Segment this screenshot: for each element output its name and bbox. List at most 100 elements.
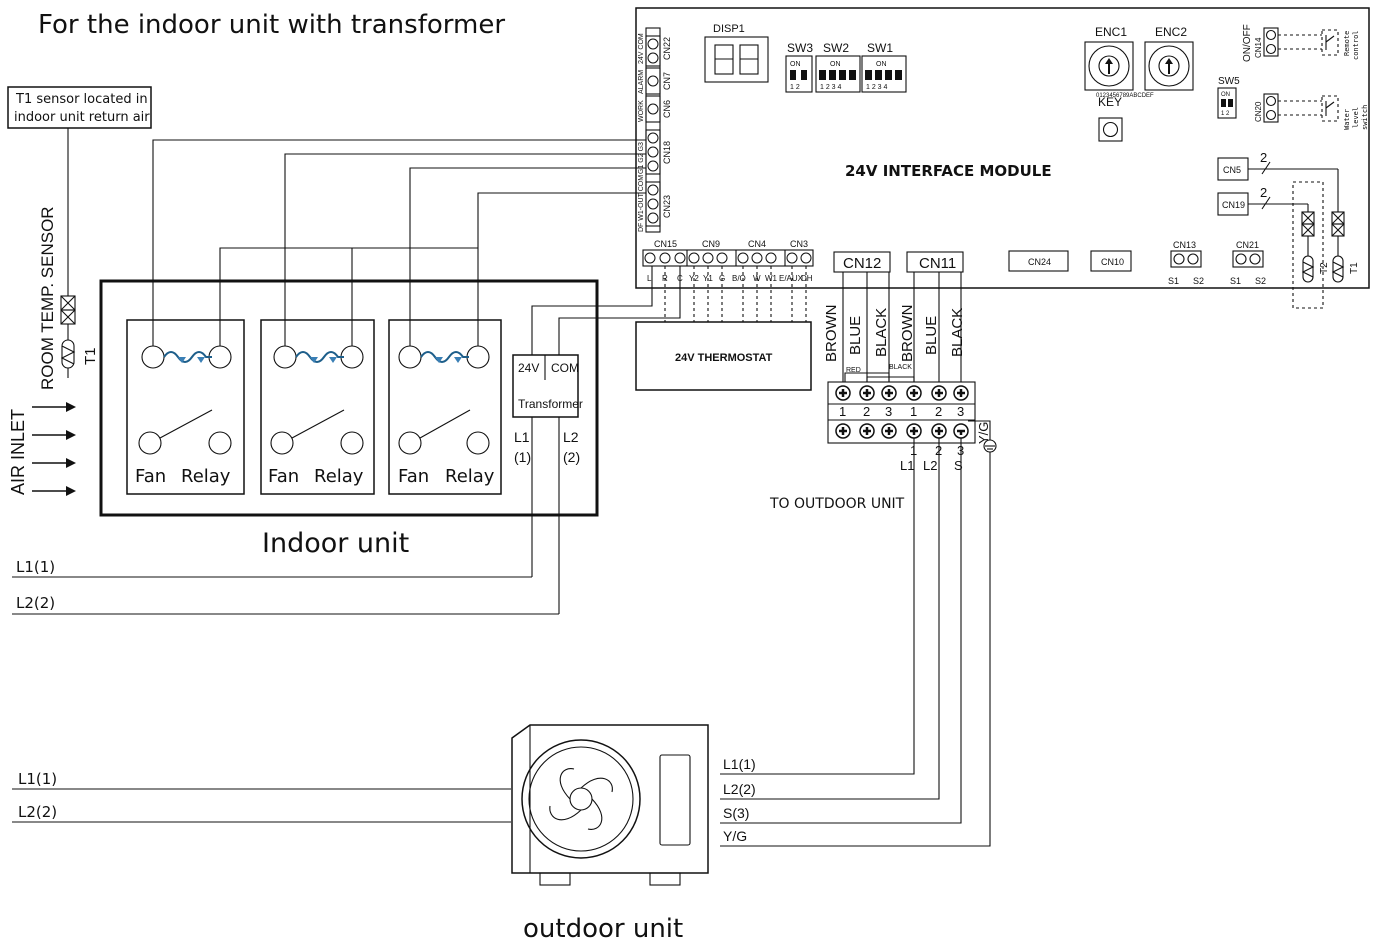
conn-cn5: CN5 <box>1223 165 1241 175</box>
conn-cn22-pins: 24V COM <box>638 33 645 64</box>
conn-cn6: CN6 <box>662 100 672 118</box>
sw1-dip-switch <box>861 55 907 93</box>
conn-cn23-pins: DF W1-OUT COM <box>638 175 645 232</box>
sw2-dip-switch <box>815 55 861 93</box>
relay-control-wires <box>152 139 646 346</box>
sw3-label: SW3 <box>787 41 813 55</box>
transformer-l1: L1 <box>514 429 530 445</box>
key-label: KEY <box>1098 95 1122 109</box>
left-l2-label: L2(2) <box>16 594 55 612</box>
key-button <box>1098 117 1123 142</box>
conn-cn7: CN7 <box>662 72 672 90</box>
sw1-nums: 1 2 3 4 <box>866 84 888 91</box>
diagram-title: For the indoor unit with transformer <box>38 10 505 40</box>
cn13-s2: S2 <box>1193 276 1204 286</box>
outdoor-wire-l1: L1(1) <box>723 756 756 772</box>
conn-cn7-pins: ALARM <box>638 70 645 94</box>
sensor-note-line2: indoor unit return air <box>14 110 150 125</box>
jumper-red-label: RED <box>846 367 861 374</box>
outdoor-wire-yg: Y/G <box>723 828 747 844</box>
indoor-unit-box <box>99 279 599 517</box>
cn5-wire-count: 2 <box>1260 150 1267 165</box>
air-inlet-arrows <box>32 402 76 496</box>
transformer-l2-num: (2) <box>563 449 580 465</box>
cn21-s1: S1 <box>1230 276 1241 286</box>
thermostat-label: 24V THERMOSTAT <box>675 352 773 364</box>
tb-num-3: 3 <box>885 404 892 419</box>
water-level-switch-icon <box>1321 95 1339 122</box>
sw3-nums: 1 2 <box>790 84 800 91</box>
sw5-nums: 1 2 <box>1221 111 1230 117</box>
conn-cn24: CN24 <box>1028 257 1051 267</box>
wire-color-3: BLACK <box>873 308 890 357</box>
tb-bottom-s: S <box>954 458 963 473</box>
fan-label-1: Fan <box>135 466 166 487</box>
outdoor-left-l2: L2(2) <box>18 803 57 821</box>
disp1-label: DISP1 <box>713 23 745 35</box>
terminal-block <box>827 372 976 444</box>
fan-relay-cell-2: Fan Relay <box>260 319 375 495</box>
enc1-label: ENC1 <box>1095 25 1127 39</box>
fan-label-3: Fan <box>398 466 429 487</box>
sw5-label: SW5 <box>1218 76 1240 87</box>
conn-cn12: CN12 <box>843 255 881 272</box>
enc2-rotary-icon <box>1144 41 1194 91</box>
transformer: 24V COM Transformer L1 (1) L2 (2) <box>512 354 583 465</box>
term-dh: DH <box>801 274 813 283</box>
tb-num-6: 3 <box>957 404 964 419</box>
sw1-label: SW1 <box>867 41 893 55</box>
outdoor-wire-s: S(3) <box>723 805 749 821</box>
sw3-on: ON <box>790 61 801 68</box>
sw3-dip-switch <box>785 55 813 93</box>
remote-line2: control <box>1352 30 1360 60</box>
t2-sensor-icon <box>1301 211 1315 283</box>
remote-line1: Remote <box>1343 31 1351 56</box>
conn-cn19: CN19 <box>1222 200 1245 210</box>
fan-relay-cell-3: Fan Relay <box>388 319 502 495</box>
water-line3: switch <box>1361 105 1369 130</box>
term-l: L <box>647 274 652 283</box>
remote-control-switch-icon <box>1321 29 1339 56</box>
sw2-label: SW2 <box>823 41 849 55</box>
conn-cn11-box <box>906 251 964 273</box>
thermostat-box <box>635 321 812 391</box>
conn-cn22: CN22 <box>662 37 672 60</box>
t1-board-label: T1 <box>1349 262 1360 274</box>
outdoor-wire-l2: L2(2) <box>723 781 756 797</box>
relay-label-1: Relay <box>181 466 231 487</box>
sw2-nums: 1 2 3 4 <box>820 84 842 91</box>
conn-cn24-box <box>1008 250 1069 272</box>
sw1-on: ON <box>876 61 887 68</box>
t2-label: T2 <box>1319 262 1330 274</box>
conn-cn13: CN13 <box>1173 240 1196 250</box>
term-eaux: E/AUX <box>779 274 804 283</box>
transformer-com: COM <box>551 361 579 375</box>
to-outdoor-label: TO OUTDOOR UNIT <box>769 496 905 512</box>
room-sensor-thermistor-icon <box>60 295 76 378</box>
left-l1-label: L1(1) <box>16 558 55 576</box>
tb-bottom-l2: L2 <box>923 458 937 473</box>
conn-cn10: CN10 <box>1101 257 1124 267</box>
cn21-s2: S2 <box>1255 276 1266 286</box>
conn-cn11: CN11 <box>919 255 956 272</box>
conn-cn6-pins: WORK <box>638 100 645 122</box>
transformer-l2: L2 <box>563 429 579 445</box>
sw5-on: ON <box>1221 92 1230 98</box>
wire-color-4: BROWN <box>899 305 916 363</box>
relay-label-3: Relay <box>445 466 495 487</box>
air-inlet-label: AIR INLET <box>8 409 28 495</box>
tb-num-5: 2 <box>935 404 942 419</box>
cn19-wire-count: 2 <box>1260 185 1267 200</box>
wire-color-6: BLACK <box>949 308 966 357</box>
conn-cn4: CN4 <box>748 239 766 249</box>
sensor-note-line1: T1 sensor located in <box>15 92 148 107</box>
outdoor-unit-label: outdoor unit <box>523 914 683 944</box>
wire-color-1: BROWN <box>823 305 840 363</box>
tb-yg-label: Y/G <box>976 422 991 444</box>
room-sensor-tag: T1 <box>82 347 99 365</box>
wire-color-5: BLUE <box>923 316 940 355</box>
enc1-rotary-icon <box>1084 41 1134 91</box>
fan-label-2: Fan <box>268 466 299 487</box>
conn-cn12-box <box>833 251 891 273</box>
conn-cn3: CN3 <box>790 239 808 249</box>
